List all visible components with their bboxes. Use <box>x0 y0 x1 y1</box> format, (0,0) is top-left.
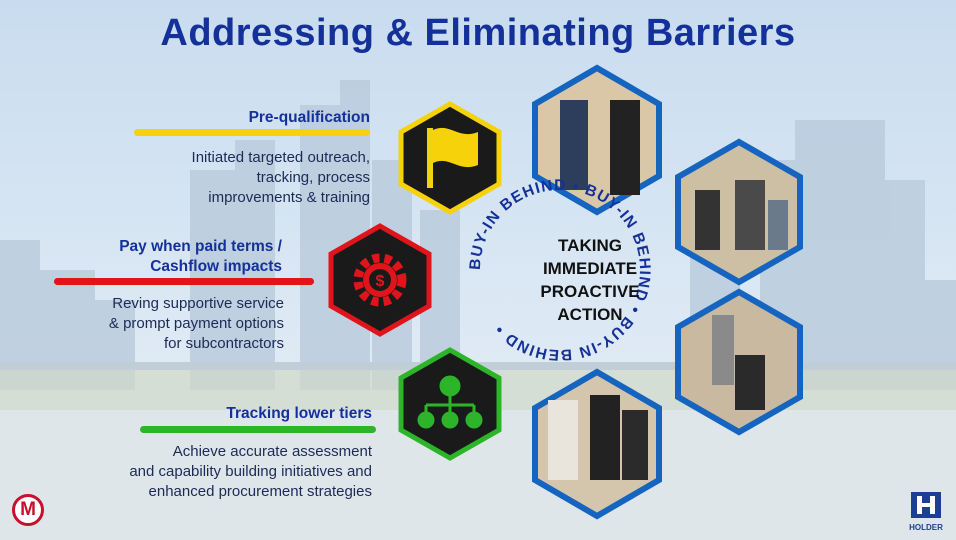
flag-hexagon <box>398 101 502 215</box>
svg-text:$: $ <box>376 273 385 290</box>
tracking-lower-tiers-description: Achieve accurate assessment and capabili… <box>129 443 372 500</box>
holder-h-icon <box>911 492 941 518</box>
dollar-gear-icon: $ <box>353 253 407 307</box>
page-title: Addressing & Eliminating Barriers <box>160 12 796 54</box>
pay-when-paid-heading-line2: Cashflow impacts <box>150 258 282 275</box>
m-logo: M <box>12 494 44 526</box>
prequalification-description: Initiated targeted outreach, tracking, p… <box>191 149 370 206</box>
tracking-lower-tiers-heading: Tracking lower tiers <box>226 405 372 422</box>
pay-when-paid-heading-line1: Pay when paid terms / <box>119 238 282 255</box>
red-bar <box>54 278 314 285</box>
flag-icon <box>427 127 478 188</box>
prequalification-block: Pre-qualification <box>160 108 370 128</box>
holder-logo: HOLDER <box>904 492 948 532</box>
tracking-lower-tiers-block: Tracking lower tiers <box>150 404 372 424</box>
center-action-text: TAKING IMMEDIATE PROACTIVE ACTION <box>540 236 640 324</box>
pay-when-paid-block: Pay when paid terms / Cashflow impacts <box>60 237 282 277</box>
photo-hexagon-speaker <box>675 288 803 436</box>
hierarchy-hexagon <box>398 347 502 461</box>
dollar-gear-hexagon: $ <box>328 223 432 337</box>
green-bar <box>140 426 376 433</box>
prequalification-heading: Pre-qualification <box>248 109 370 126</box>
photo-hexagon-meeting <box>532 64 662 216</box>
pay-when-paid-description: Reving supportive service & prompt payme… <box>108 295 284 352</box>
photo-hexagon-networking <box>532 368 662 520</box>
hierarchy-icon <box>417 375 483 429</box>
photo-hexagon-crowd <box>675 138 803 286</box>
yellow-bar <box>134 129 370 136</box>
